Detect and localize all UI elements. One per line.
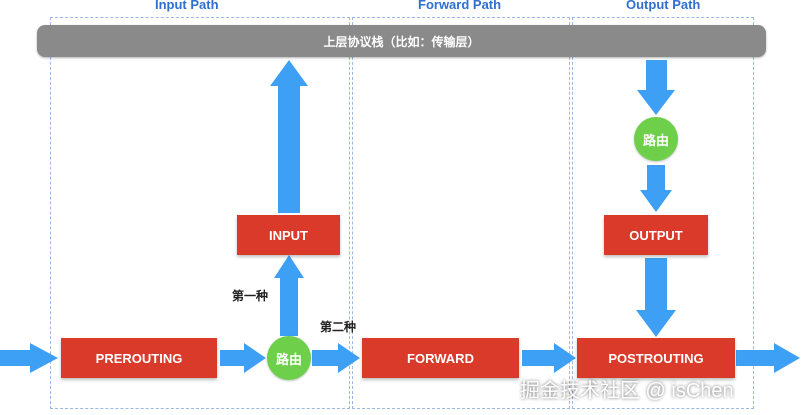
arrow-routing-to-forward bbox=[312, 343, 360, 373]
second-route-label: 第二种 bbox=[320, 320, 357, 334]
arrow-routing-to-input bbox=[274, 255, 304, 336]
arrow-input-to-top bbox=[270, 60, 308, 213]
arrow-forward-to-postrouting bbox=[522, 343, 576, 373]
arrow-prerouting-to-routing bbox=[220, 343, 266, 373]
postrouting-chain: POSTROUTING bbox=[577, 338, 735, 378]
output-path-region bbox=[572, 17, 754, 409]
forward-path-title: Forward Path bbox=[418, 0, 502, 12]
arrow-exit bbox=[736, 343, 800, 373]
upper-protocol-stack-bar: 上层协议栈（比如：传输层） bbox=[37, 25, 766, 57]
prerouting-chain: PREROUTING bbox=[61, 338, 217, 378]
arrow-top-to-output-routing bbox=[637, 60, 675, 115]
output-routing-circle: 路由 bbox=[634, 117, 678, 161]
forward-path-region bbox=[352, 17, 570, 409]
input-routing-circle: 路由 bbox=[267, 336, 311, 380]
arrow-output-to-postrouting bbox=[636, 258, 676, 337]
forward-chain: FORWARD bbox=[362, 338, 519, 378]
output-path-title: Output Path bbox=[626, 0, 701, 12]
input-path-region bbox=[50, 17, 350, 409]
arrow-routing-to-output bbox=[640, 165, 672, 212]
output-chain: OUTPUT bbox=[604, 215, 708, 255]
first-route-label: 第一种 bbox=[232, 289, 269, 303]
arrow-entry bbox=[0, 343, 58, 373]
input-path-title: Input Path bbox=[155, 0, 219, 12]
watermark-text: 掘金技术社区 @ isChen bbox=[520, 380, 734, 402]
input-chain: INPUT bbox=[237, 215, 340, 255]
